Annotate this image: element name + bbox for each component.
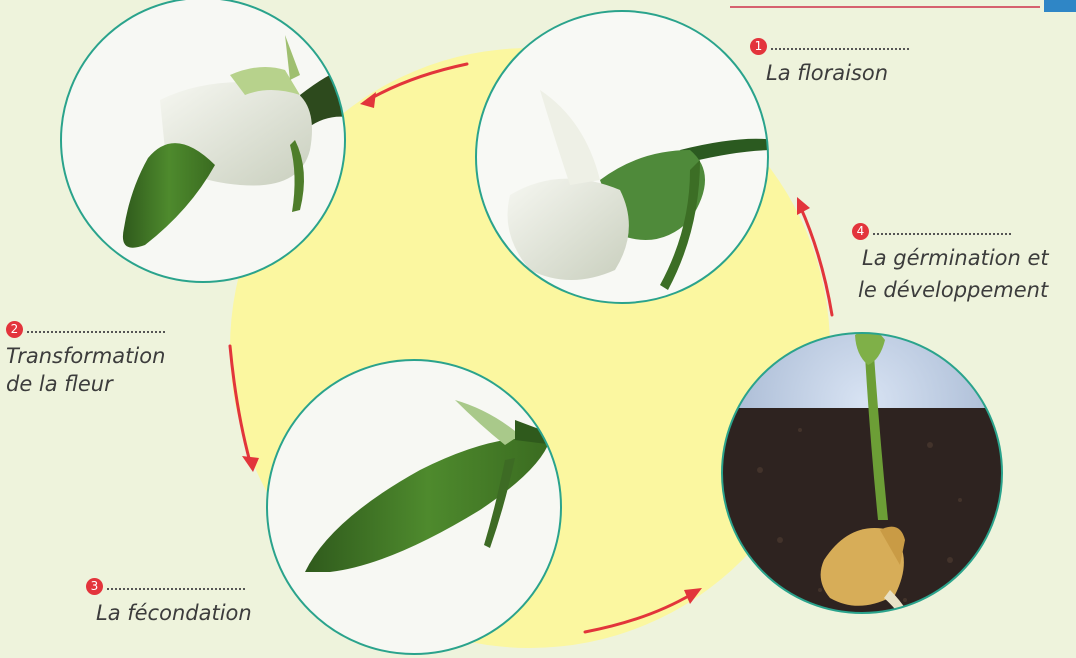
stage-1-number: 1 (750, 38, 767, 55)
answer-blank-1 (771, 42, 909, 50)
stage-4-text-line2: le développement (858, 276, 1049, 304)
stage-2-text-line2: de la fleur (6, 370, 165, 398)
stage-2-number: 2 (6, 321, 23, 338)
stage-2-label: 2 Transformation de la fleur (6, 314, 165, 398)
stage-4-text-line1: La gérmination et (862, 244, 1049, 272)
answer-blank-3 (107, 582, 245, 590)
stage-4-number: 4 (852, 223, 869, 240)
stage-3-text: La fécondation (96, 599, 252, 627)
answer-blank-2 (27, 325, 165, 333)
stage-2-text-line1: Transformation (6, 342, 165, 370)
stage-3-number: 3 (86, 578, 103, 595)
stage-3-label: 3 La fécondation (86, 571, 252, 627)
answer-blank-4 (873, 227, 1011, 235)
stage-4-label: 4 La gérmination et le développement (852, 216, 1049, 304)
stage-1-text: La floraison (766, 59, 909, 87)
stage-1-label: 1 La floraison (750, 31, 909, 87)
